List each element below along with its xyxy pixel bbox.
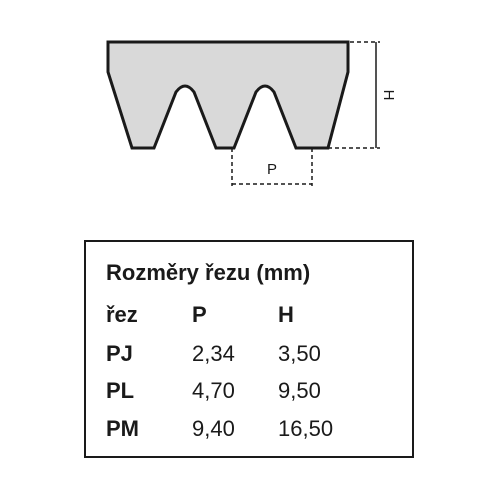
row-pm-name: PM (106, 416, 139, 441)
label-p: P (267, 161, 277, 178)
dimensions-table: Rozměry řezu (mm) řez P H PJ 2,34 3,50 P… (84, 240, 414, 458)
row-pl-h: 9,50 (278, 378, 321, 403)
header-h: H (278, 302, 294, 327)
row-pm-h: 16,50 (278, 416, 334, 441)
row-pj-p: 2,34 (192, 341, 235, 366)
row-pl-name: PL (106, 378, 135, 403)
header-p: P (192, 302, 207, 327)
table-title: Rozměry řezu (mm) (106, 260, 311, 285)
header-rez: řez (106, 302, 138, 327)
label-h: H (380, 90, 397, 101)
belt-profile-shape (106, 40, 350, 150)
row-pm-p: 9,40 (192, 416, 235, 441)
row-pl-p: 4,70 (192, 378, 235, 403)
row-pj-h: 3,50 (278, 341, 321, 366)
row-pj-name: PJ (106, 341, 133, 366)
belt-profile-diagram: H P (106, 40, 397, 186)
